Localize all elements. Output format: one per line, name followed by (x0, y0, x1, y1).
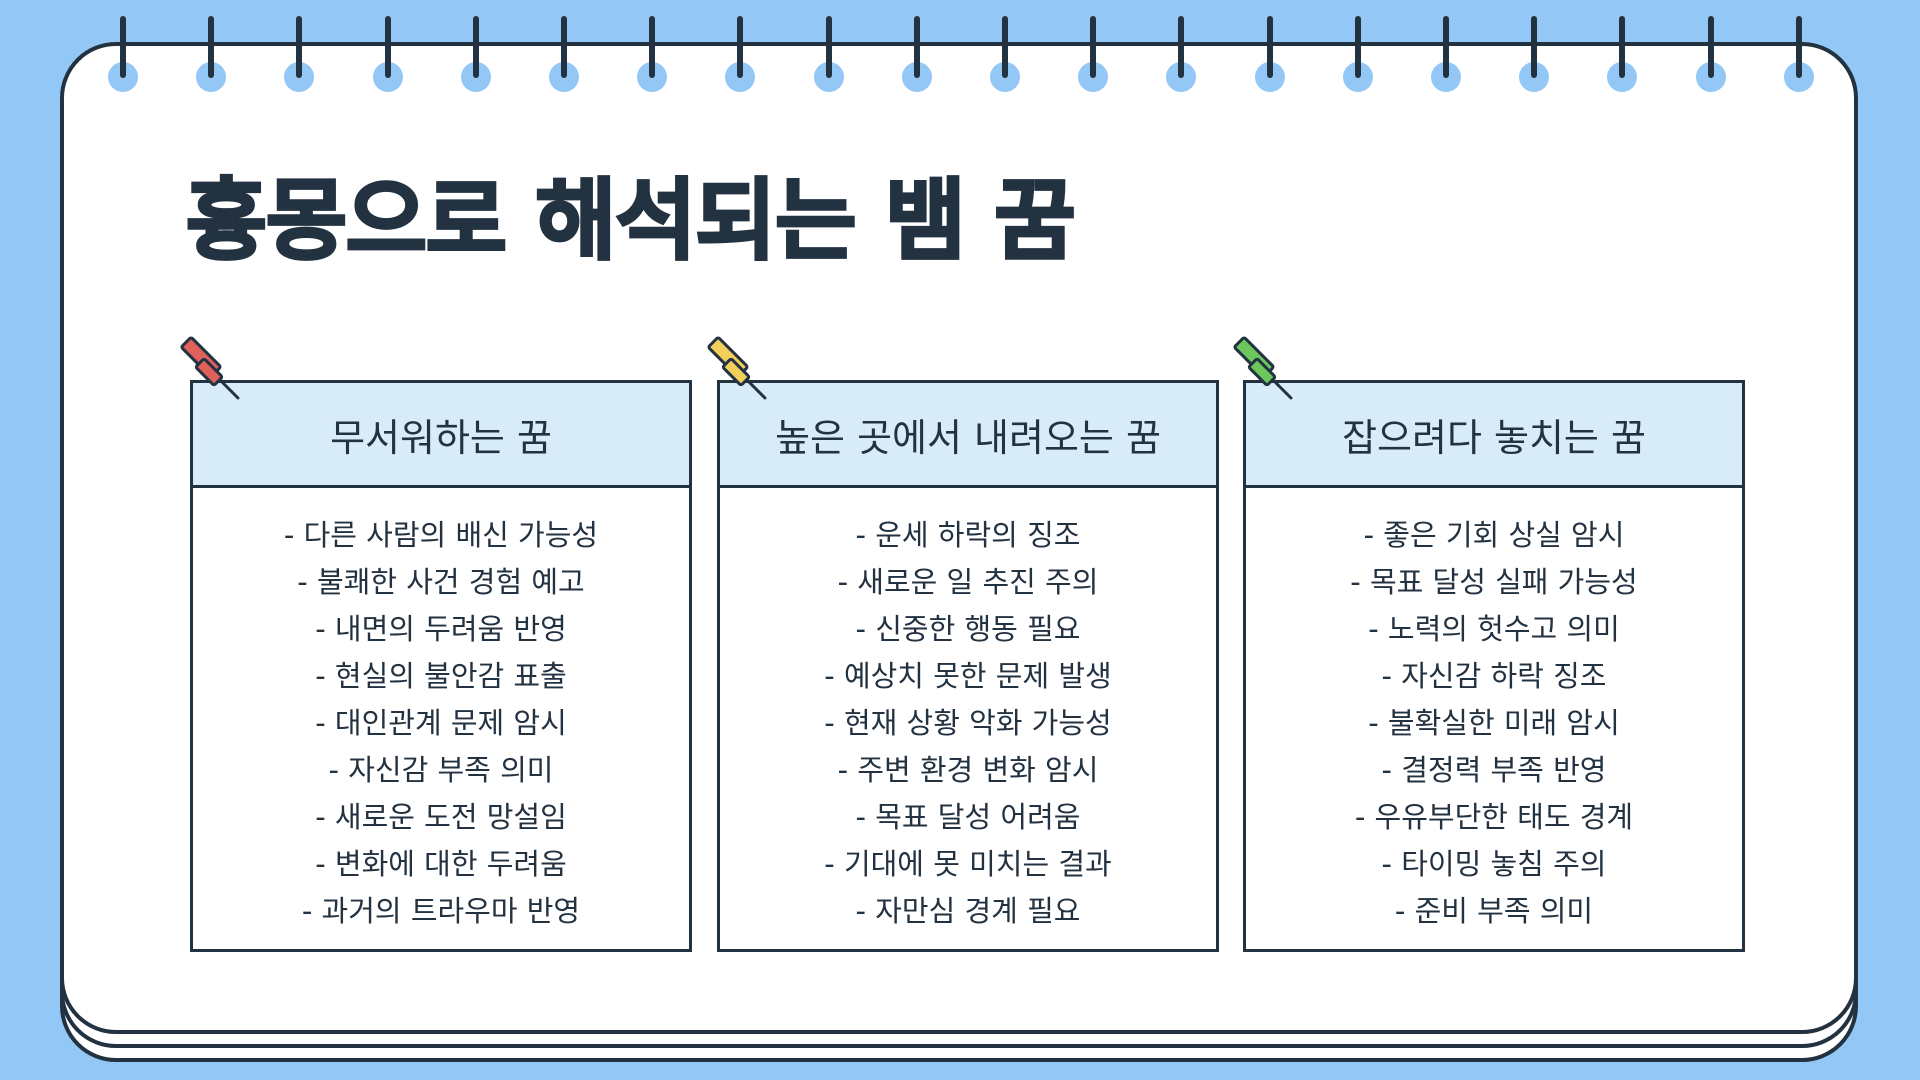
binding-wire (1354, 16, 1361, 78)
card-descending-dream: 높은 곳에서 내려오는 꿈 - 운세 하락의 징조 - 새로운 일 추진 주의 … (717, 380, 1219, 952)
list-item: - 과거의 트라우마 반영 (301, 894, 581, 928)
spiral-ring (637, 16, 668, 92)
card-item-list: - 운세 하락의 징조 - 새로운 일 추진 주의 - 신중한 행동 필요 - … (720, 488, 1216, 935)
card-fearful-dream: 무서워하는 꿈 - 다른 사람의 배신 가능성 - 불쾌한 사건 경험 예고 -… (190, 380, 692, 952)
binding-wire (1178, 16, 1185, 78)
binding-wire (208, 16, 215, 78)
spiral-ring (1783, 16, 1814, 92)
page-title: 흉몽으로 해석되는 뱀 꿈 (185, 168, 1078, 274)
binding-wire (913, 16, 920, 78)
spiral-ring (1342, 16, 1373, 92)
list-item: - 새로운 도전 망설임 (315, 800, 567, 834)
binding-wire (825, 16, 832, 78)
pushpin-icon (707, 336, 767, 400)
spiral-ring (1254, 16, 1285, 92)
spiral-ring (1078, 16, 1109, 92)
binding-wire (1619, 16, 1626, 78)
list-item: - 새로운 일 추진 주의 (837, 565, 1099, 599)
list-item: - 기대에 못 미치는 결과 (824, 847, 1112, 881)
binding-wire (472, 16, 479, 78)
spiral-binding (0, 0, 1920, 100)
list-item: - 준비 부족 의미 (1394, 894, 1594, 928)
binding-wire (561, 16, 567, 78)
list-item: - 자신감 부족 의미 (328, 753, 554, 787)
list-item: - 불쾌한 사건 경험 예고 (297, 565, 585, 599)
spiral-ring (725, 16, 756, 92)
card-item-list: - 좋은 기회 상실 암시 - 목표 달성 실패 가능성 - 노력의 헛수고 의… (1246, 488, 1742, 935)
pushpin-icon (1233, 336, 1293, 400)
list-item: - 신중한 행동 필요 (855, 612, 1081, 646)
list-item: - 현실의 불안감 표출 (315, 659, 567, 693)
binding-wire (120, 16, 126, 78)
binding-wire (1795, 16, 1802, 78)
binding-wire (1531, 16, 1538, 78)
binding-wire (1707, 16, 1714, 78)
list-item: - 목표 달성 어려움 (855, 800, 1081, 834)
spiral-ring (1607, 16, 1638, 92)
list-item: - 자만심 경계 필요 (855, 894, 1081, 928)
list-item: - 예상치 못한 문제 발생 (824, 659, 1112, 693)
binding-wire (649, 16, 656, 78)
pushpin-icon (180, 336, 240, 400)
spiral-ring (1519, 16, 1550, 92)
list-item: - 타이밍 놓침 주의 (1381, 847, 1607, 881)
list-item: - 자신감 하락 징조 (1381, 659, 1607, 693)
binding-wire (737, 16, 744, 78)
card-heading: 잡으려다 놓치는 꿈 (1246, 383, 1742, 488)
card-item-list: - 다른 사람의 배신 가능성 - 불쾌한 사건 경험 예고 - 내면의 두려움… (193, 488, 689, 935)
list-item: - 좋은 기회 상실 암시 (1363, 518, 1625, 552)
binding-wire (384, 16, 391, 78)
list-item: - 현재 상황 악화 가능성 (824, 706, 1112, 740)
binding-wire (1443, 16, 1449, 78)
list-item: - 목표 달성 실패 가능성 (1350, 565, 1638, 599)
list-item: - 다른 사람의 배신 가능성 (283, 518, 599, 552)
binding-wire (296, 16, 303, 78)
list-item: - 우유부단한 태도 경계 (1354, 800, 1634, 834)
spiral-ring (901, 16, 932, 92)
list-item: - 내면의 두려움 반영 (315, 612, 567, 646)
list-item: - 운세 하락의 징조 (855, 518, 1081, 552)
spiral-ring (108, 16, 138, 92)
spiral-ring (372, 16, 403, 92)
spiral-ring (549, 16, 579, 92)
list-item: - 주변 환경 변화 암시 (837, 753, 1099, 787)
spiral-ring (1695, 16, 1726, 92)
spiral-ring (1431, 16, 1461, 92)
binding-wire (1002, 16, 1008, 78)
spiral-ring (1166, 16, 1197, 92)
card-heading: 무서워하는 꿈 (193, 383, 689, 488)
list-item: - 변화에 대한 두려움 (315, 847, 567, 881)
spiral-ring (990, 16, 1020, 92)
spiral-ring (813, 16, 844, 92)
spiral-ring (196, 16, 227, 92)
list-item: - 대인관계 문제 암시 (315, 706, 567, 740)
list-item: - 노력의 헛수고 의미 (1368, 612, 1620, 646)
binding-wire (1090, 16, 1097, 78)
card-missed-catch-dream: 잡으려다 놓치는 꿈 - 좋은 기회 상실 암시 - 목표 달성 실패 가능성 … (1243, 380, 1745, 952)
spiral-ring (284, 16, 315, 92)
card-heading: 높은 곳에서 내려오는 꿈 (720, 383, 1216, 488)
binding-wire (1266, 16, 1273, 78)
list-item: - 결정력 부족 반영 (1381, 753, 1607, 787)
list-item: - 불확실한 미래 암시 (1368, 706, 1620, 740)
spiral-ring (460, 16, 491, 92)
